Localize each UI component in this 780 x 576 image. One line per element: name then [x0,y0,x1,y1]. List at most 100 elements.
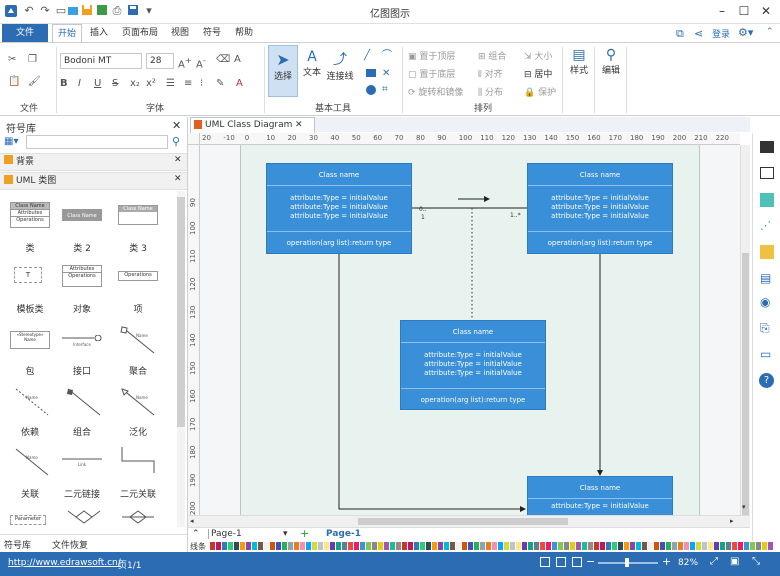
full-screen-icon[interactable] [572,557,582,567]
color-swatch[interactable] [336,542,341,550]
shape-aggregation-thumb[interactable]: Name [118,325,158,356]
color-swatch[interactable] [558,542,563,550]
rotate-mirror-button[interactable]: ⟳ 旋转和镜像 [408,85,463,98]
expand-icon[interactable]: ⤡ [752,556,760,567]
shape-parameter-thumb[interactable]: Parameter [10,515,46,525]
library-search-input[interactable] [26,135,168,149]
font-color-icon[interactable]: A [234,54,241,65]
color-swatch[interactable] [324,542,329,550]
color-swatch[interactable] [384,542,389,550]
center-button[interactable]: ⊟ 居中 [524,67,552,80]
hyperlink-icon[interactable]: ◉ [760,295,771,309]
page-nav-up-icon[interactable]: ⌃ [192,529,200,539]
library-menu-icon[interactable]: ▦▾ [4,136,19,147]
color-swatch[interactable] [624,542,629,550]
color-swatch[interactable] [636,542,641,550]
shape-nary-thumb[interactable] [64,509,104,528]
uml-class-1[interactable]: Class name attribute:Type = initialValue… [266,163,412,254]
new-icon[interactable]: ▭ [55,4,67,17]
color-swatch[interactable] [240,542,245,550]
close-button[interactable]: ✕ [760,4,772,18]
color-swatch[interactable] [582,542,587,550]
color-swatch[interactable] [414,542,419,550]
fit-width-icon[interactable] [556,557,566,567]
shape-class-thumb[interactable]: Class Name Attributes Operations [10,202,50,228]
color-swatch[interactable] [522,542,527,550]
color-swatch[interactable] [630,542,635,550]
style-button[interactable]: ▤ 样式 [566,47,592,76]
color-swatch[interactable] [618,542,623,550]
color-swatch[interactable] [510,542,515,550]
customize-icon[interactable]: ▾ [146,4,152,17]
shape-item-thumb[interactable]: Operations [118,271,158,281]
grow-font-icon[interactable]: A+ [178,55,192,71]
underline-icon[interactable]: U [94,78,102,89]
scroll-left-icon[interactable]: ◂ [190,517,194,525]
color-swatch[interactable] [456,542,461,550]
share-icon[interactable]: ⋖ [694,27,704,40]
tab-file-recovery[interactable]: 文件恢复 [52,541,89,551]
copy-icon[interactable]: ❐ [28,54,37,65]
shape-generalization-thumb[interactable]: Name [118,387,158,418]
login-link[interactable]: 登录 [712,30,731,40]
tab-start[interactable]: 开始 [52,24,82,42]
color-swatch[interactable] [654,542,659,550]
size-button[interactable]: ⇲ 大小 [524,49,552,62]
color-swatch[interactable] [468,542,473,550]
tab-page-layout[interactable]: 页面布局 [121,28,158,38]
bullets-icon[interactable]: ⁝ [200,78,204,89]
shape-class3-thumb[interactable]: Class Name [118,205,158,225]
color-swatch[interactable] [570,542,575,550]
color-swatch[interactable] [684,542,689,550]
color-swatch[interactable] [768,542,773,550]
group-button[interactable]: ⊞ 组合 [478,49,506,62]
color-swatch[interactable] [738,542,743,550]
shape-object-thumb[interactable]: Attributes Operations [62,265,102,287]
uml-class-2[interactable]: Class name attribute:Type = initialValue… [527,163,673,254]
color-swatch[interactable] [258,542,263,550]
align-button[interactable]: ⫴ 对齐 [478,67,503,80]
color-swatch[interactable] [540,542,545,550]
tab-view[interactable]: 视图 [170,28,189,38]
present-icon[interactable]: ⧉ [676,27,684,40]
color-swatch[interactable] [270,542,275,550]
line-spacing-icon[interactable]: ☰ [166,78,175,89]
shape-association-thumb[interactable]: Name [12,447,52,478]
shape-binary-association-thumb[interactable] [118,445,158,478]
color-swatch[interactable] [372,542,377,550]
color-swatch[interactable] [222,542,227,550]
zoom-in-icon[interactable]: + [662,555,672,568]
color-swatch[interactable] [756,542,761,550]
color-swatch[interactable] [288,542,293,550]
format-painter-icon[interactable]: 🖌 [28,76,41,87]
color-swatch[interactable] [282,542,287,550]
superscript-icon[interactable]: x² [146,78,156,89]
color-swatch[interactable] [444,542,449,550]
document-tab[interactable]: UML Class Diagram ✕ [190,117,315,133]
uml-class-3[interactable]: Class name attribute:Type = initialValue… [400,320,546,410]
fill-icon[interactable] [760,141,774,153]
color-swatch[interactable] [516,542,521,550]
bold-icon[interactable]: B [60,78,68,89]
paste-icon[interactable]: 📋 [8,76,21,87]
highlight-icon[interactable]: ✎ [216,78,225,89]
color-swatch[interactable] [402,542,407,550]
close-section-icon[interactable]: ✕ [174,174,182,184]
color-swatch[interactable] [252,542,257,550]
color-swatch[interactable] [714,542,719,550]
connector-tool-button[interactable]: ⤴ 连接线 [326,45,354,97]
actual-size-icon[interactable]: ▣ [730,556,740,567]
bring-front-button[interactable]: ▣ 置于顶层 [408,49,455,62]
font-size-select[interactable]: 28 [146,53,174,69]
tab-help[interactable]: 帮助 [234,28,253,38]
color-swatch[interactable] [450,542,455,550]
open-icon[interactable] [66,4,80,18]
color-swatch[interactable] [672,542,677,550]
color-swatch[interactable] [492,542,497,550]
color-swatch[interactable] [696,542,701,550]
line-tool-icon[interactable]: ╱ [364,50,371,61]
color-swatch[interactable] [246,542,251,550]
color-swatch[interactable] [474,542,479,550]
color-swatch[interactable] [534,542,539,550]
file-menu[interactable]: 文件 [2,24,48,42]
